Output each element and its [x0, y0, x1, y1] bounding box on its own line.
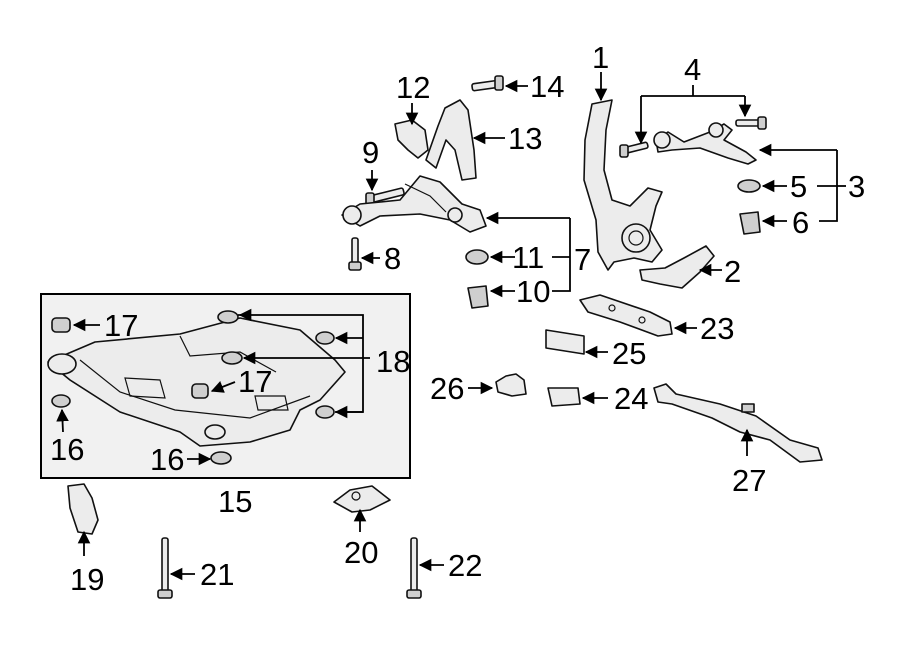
callout-10: 10	[516, 274, 550, 309]
bushing-18-mid	[221, 351, 243, 365]
callout-2: 2	[724, 254, 741, 289]
callout-15: 15	[218, 484, 252, 519]
callout-26: 26	[430, 371, 464, 406]
part-24-pad	[547, 387, 581, 407]
part-7-lower-arm	[341, 175, 487, 233]
part-22-bolt	[406, 537, 422, 599]
callout-19: 19	[70, 562, 104, 597]
part-5-bushing	[737, 179, 761, 193]
callout-21: 21	[200, 557, 234, 592]
bushing-18-lower	[315, 405, 335, 419]
callout-7: 7	[574, 242, 591, 277]
part-4-bolt-left	[619, 141, 649, 158]
bushing-17-upper	[51, 317, 71, 333]
callout-24: 24	[614, 381, 648, 416]
callout-4: 4	[684, 52, 701, 87]
callout-11: 11	[512, 240, 544, 275]
callout-13: 13	[508, 121, 542, 156]
callout-23: 23	[700, 311, 734, 346]
part-4-bolt-right	[735, 116, 767, 130]
callout-27: 27	[732, 463, 766, 498]
callout-17-lower: 17	[238, 364, 272, 399]
callout-5: 5	[790, 169, 807, 204]
callout-12: 12	[396, 70, 430, 105]
part-12-bracket	[394, 119, 429, 159]
bushing-18-top	[217, 310, 239, 324]
callout-17-upper: 17	[104, 308, 138, 343]
bushing-18-right	[315, 331, 335, 345]
part-8-stud	[348, 237, 362, 271]
part-1-knuckle	[583, 99, 663, 271]
callout-22: 22	[448, 548, 482, 583]
part-11-bushing	[465, 249, 489, 265]
callout-16-left: 16	[50, 432, 84, 467]
callout-3: 3	[848, 169, 865, 204]
subframe-part	[47, 317, 346, 447]
callout-20: 20	[344, 535, 378, 570]
part-3-upper-arm	[653, 122, 757, 165]
part-27-plate	[653, 383, 823, 463]
callout-14: 14	[530, 69, 564, 104]
callout-6: 6	[792, 205, 809, 240]
part-26-stop	[495, 373, 527, 397]
part-25-pad	[545, 329, 585, 355]
part-19-bracket	[67, 483, 99, 535]
part-20-mount	[333, 485, 391, 513]
part-10-bushing	[467, 285, 489, 309]
bushing-16-bottom	[210, 451, 232, 465]
part-13-link	[425, 99, 477, 181]
part-21-bolt	[157, 537, 173, 599]
callout-25: 25	[612, 336, 646, 371]
callout-9: 9	[362, 135, 379, 170]
callout-8: 8	[384, 241, 401, 276]
part-6-bushing	[739, 211, 761, 235]
part-14-bolt	[471, 75, 504, 92]
callout-18: 18	[376, 344, 410, 379]
bushing-17-lower	[191, 383, 209, 399]
callout-16-bottom: 16	[150, 442, 184, 477]
callout-1: 1	[592, 40, 609, 75]
part-23-reinforcement	[579, 294, 673, 337]
bushing-16-left	[51, 394, 71, 408]
